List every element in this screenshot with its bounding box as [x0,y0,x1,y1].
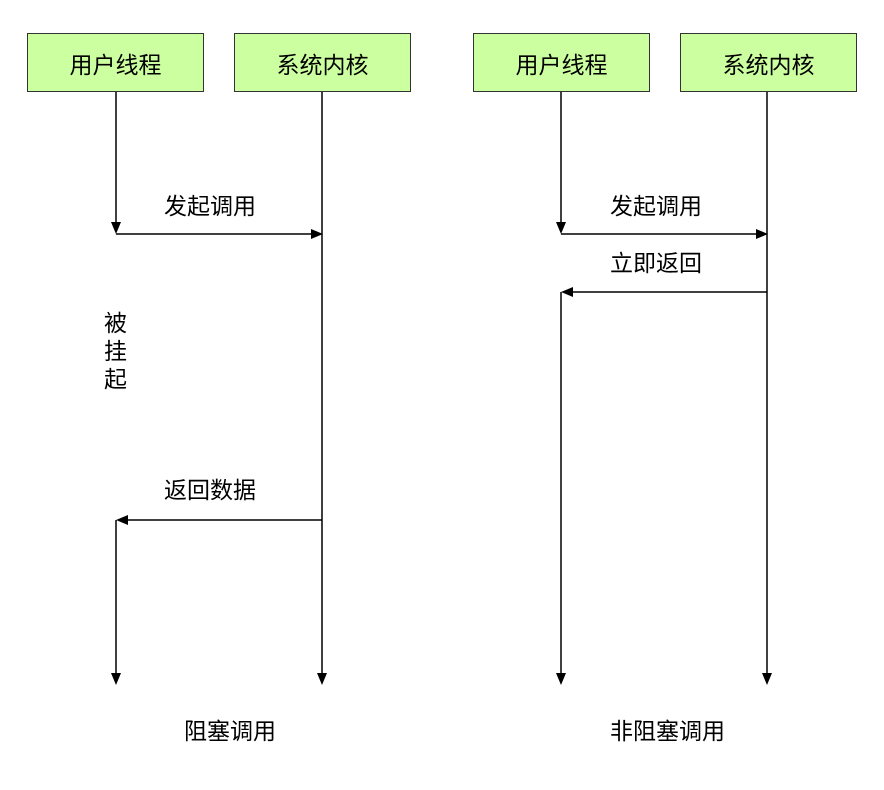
nonblocking-user-thread-label: 用户线程 [515,52,608,79]
arrowhead-nonblocking-call [756,229,768,239]
arrowhead-nonblocking-return [561,287,573,297]
arrowhead-blocking-kernel-bottom [317,673,327,685]
nonblocking-kernel-label: 系统内核 [722,52,815,79]
arrowhead-nonblocking-user-top [556,222,566,234]
blocking-user-thread-label: 用户线程 [69,52,162,79]
suspended-char-3: 起 [104,367,127,393]
nonblocking-return-label: 立即返回 [610,251,702,277]
arrowhead-nonblocking-kernel-bottom [762,673,772,685]
blocking-suspended-label: 被 挂 起 [104,313,127,392]
arrowhead-blocking-call [311,229,323,239]
nonblocking-kernel-box: 系统内核 [680,33,857,92]
suspended-char-2: 挂 [104,339,127,365]
arrowhead-blocking-user-top [111,222,121,234]
blocking-caption: 阻塞调用 [184,719,276,745]
blocking-kernel-label: 系统内核 [276,52,369,79]
arrowhead-blocking-user-bottom [111,673,121,685]
arrowhead-blocking-return [116,515,128,525]
blocking-user-thread-box: 用户线程 [27,33,204,92]
blocking-kernel-box: 系统内核 [234,33,411,92]
suspended-char-1: 被 [104,311,127,337]
nonblocking-call-label: 发起调用 [610,194,702,220]
nonblocking-caption: 非阻塞调用 [610,719,725,745]
blocking-return-label: 返回数据 [164,478,256,504]
nonblocking-user-thread-box: 用户线程 [473,33,650,92]
blocking-call-label: 发起调用 [164,194,256,220]
arrowhead-nonblocking-user-bottom [556,673,566,685]
